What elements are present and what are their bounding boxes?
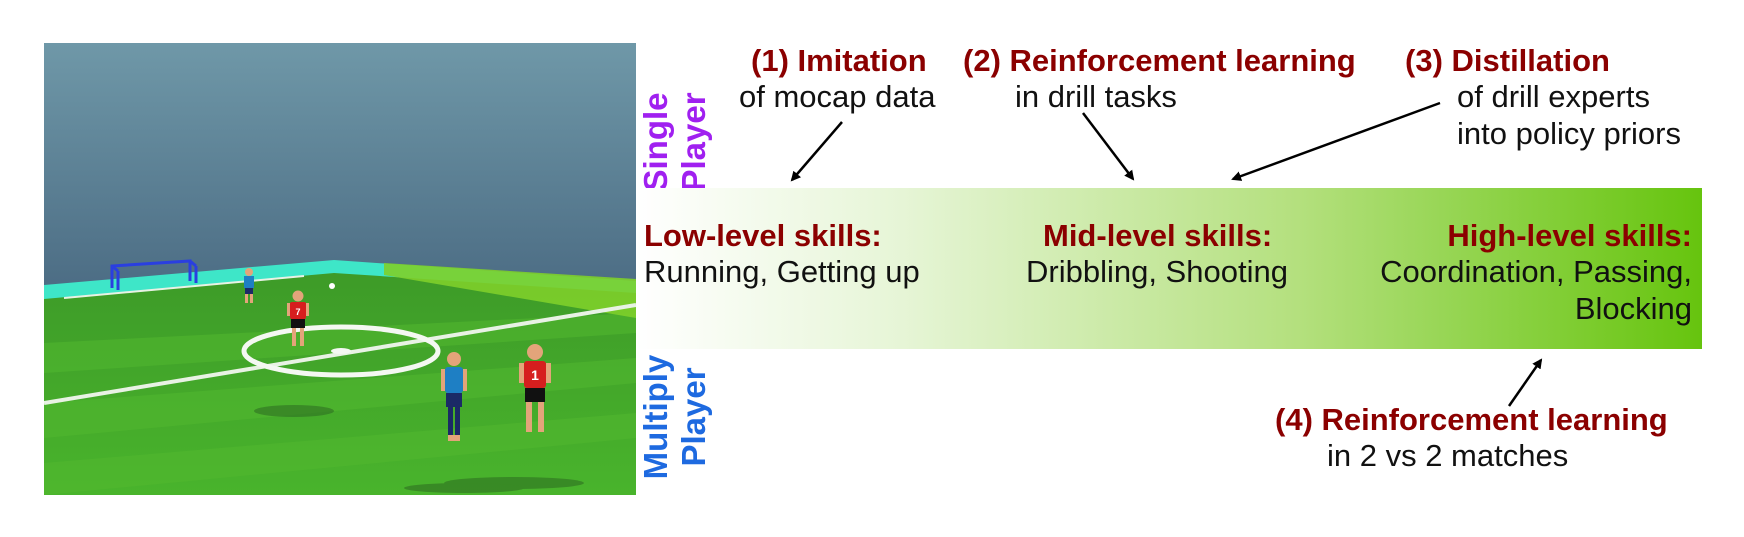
player-red-1: 1 [519, 344, 551, 432]
arrow-step1 [790, 121, 843, 182]
mid-level-skills-desc: Dribbling, Shooting [1026, 254, 1288, 289]
high-level-skills-desc-2: Blocking [1574, 291, 1692, 326]
step1-title: (1) Imitation [751, 43, 927, 78]
step4-desc: in 2 vs 2 matches [1327, 438, 1569, 473]
arrow-step2 [1082, 112, 1135, 181]
ball [329, 283, 335, 289]
soccer-scene-image: 7 1 [44, 43, 636, 495]
player-red-7: 7 [287, 290, 309, 346]
arrow-step3 [1231, 101, 1441, 181]
arrow-step4 [1507, 358, 1543, 407]
player-blue-near [441, 352, 467, 441]
step3-desc-1: of drill experts [1457, 79, 1650, 114]
high-level-skills-desc-1: Coordination, Passing, [1380, 254, 1692, 289]
step3-title: (3) Distillation [1405, 43, 1610, 78]
step1-desc: of mocap data [739, 79, 936, 114]
center-circle [241, 324, 441, 378]
step4-title: (4) Reinforcement learning [1275, 402, 1668, 437]
sky [44, 43, 636, 303]
step2-title: (2) Reinforcement learning [963, 43, 1356, 78]
player-blue-far [244, 268, 254, 303]
skills-band [636, 188, 1702, 349]
low-level-skills-title: Low-level skills: [644, 218, 882, 253]
high-level-skills-title: High-level skills: [1447, 218, 1692, 253]
mid-level-skills-title: Mid-level skills: [1043, 218, 1273, 253]
step3-desc-2: into policy priors [1457, 116, 1681, 151]
step2-desc: in drill tasks [1015, 79, 1177, 114]
goal [110, 259, 198, 290]
low-level-skills-desc: Running, Getting up [644, 254, 920, 289]
jersey-number: 7 [295, 307, 300, 317]
jersey-number: 1 [531, 367, 539, 383]
